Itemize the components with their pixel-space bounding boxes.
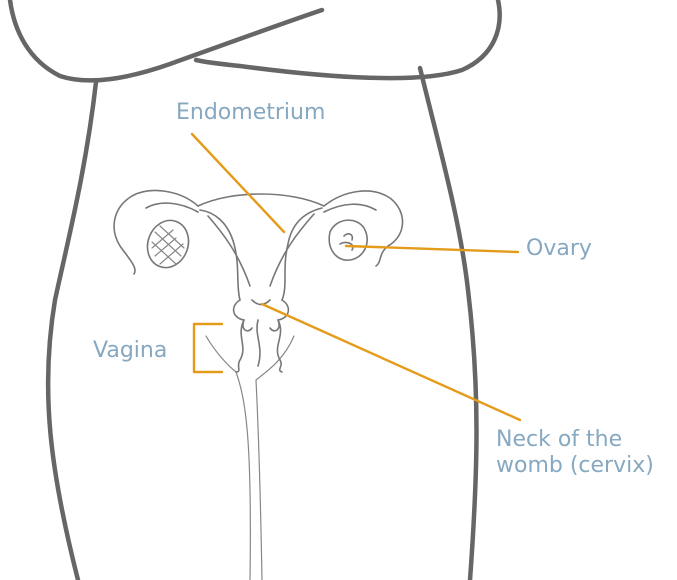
uterus-outer-wall <box>200 208 322 300</box>
uterus-fundus <box>198 194 324 206</box>
endometrium-label: Endometrium <box>176 100 325 126</box>
ovary-left <box>141 215 195 274</box>
endometrium-leader <box>192 134 284 232</box>
right-hip-line <box>420 68 477 580</box>
thigh-line-right <box>256 336 294 580</box>
vagina-label: Vagina <box>93 338 167 364</box>
ovary-label: Ovary <box>526 236 592 262</box>
thigh-line-left <box>236 372 250 580</box>
torso-outline <box>10 0 500 580</box>
vagina-bracket <box>194 324 222 372</box>
left-hip-line <box>48 82 96 580</box>
cervix-leader <box>262 304 520 420</box>
groin-line-left <box>206 336 236 372</box>
ovary-right <box>329 220 367 260</box>
cervix-label: Neck of the womb (cervix) <box>496 427 671 479</box>
label-leader-lines <box>192 134 520 420</box>
ovary-leader <box>346 246 518 252</box>
